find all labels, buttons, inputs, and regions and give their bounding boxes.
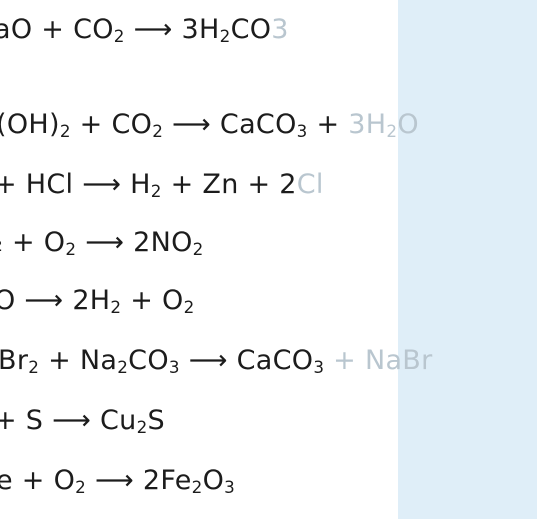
subscript: 2 [65,239,77,260]
equation-line: + HCl ⟶ H2 + Zn + 2Cl [0,168,324,202]
subscript: 2 [113,26,125,47]
equation-text: + [307,109,340,140]
faded-subscript: 2 [386,121,398,142]
subscript: 2 [191,477,203,498]
subscript: 2 [59,121,71,142]
equation-text: Br [0,345,29,376]
equation-line: e + O2 ⟶ 2Fe2O3 [0,464,235,498]
subscript: 2 [192,239,204,260]
blue-overlay-panel [398,0,537,519]
equation-text: O ⟶ 2H [0,285,111,316]
equation-text: O [202,465,225,496]
equation-line: ₂ + O2 ⟶ 2NO2 [0,226,204,260]
equation-line: Br2 + Na2CO3 ⟶ CaCO3 + NaBr [0,344,433,378]
equation-text: (OH) [0,109,60,140]
equation-text: aO + CO [0,14,114,45]
equation-line: aO + CO2 ⟶ 3H2CO3 [0,13,289,47]
equation-text: + S ⟶ Cu [0,405,137,436]
equation-text: + CO [70,109,153,140]
equation-line: O ⟶ 2H2 + O2 [0,284,195,318]
equation-text: S [147,405,165,436]
equation-text: e + O [0,465,76,496]
equation-text: + O [121,285,184,316]
subscript: 2 [183,297,195,318]
faded-text: Cl [296,169,324,200]
equation-text: ⟶ 2NO [76,227,193,258]
subscript: 2 [219,26,231,47]
faded-text: + NaBr [324,345,433,376]
faded-text: 3 [271,14,289,45]
equation-text: ₂ + O [0,227,66,258]
equation-text: + Zn + 2 [161,169,297,200]
faded-text: O [397,109,419,140]
equation-text: + HCl ⟶ H [0,169,151,200]
equation-text: ⟶ 3H [124,14,220,45]
faded-text: 3H [339,109,387,140]
equation-text: CO [128,345,169,376]
subscript: 2 [136,417,148,438]
subscript: 2 [150,181,162,202]
subscript: 2 [110,297,122,318]
subscript: 2 [75,477,87,498]
equation-text: + Na [39,345,118,376]
equation-text: ⟶ CaCO [163,109,297,140]
equation-line: (OH)2 + CO2 ⟶ CaCO3 + 3H2O [0,108,419,142]
equation-text: CO [230,14,272,45]
subscript: 3 [168,357,180,378]
equation-text: ⟶ 2Fe [86,465,192,496]
equation-line: + S ⟶ Cu2S [0,404,165,438]
subscript: 3 [224,477,236,498]
subscript: 2 [152,121,164,142]
subscript: 3 [313,357,325,378]
equation-text: ⟶ CaCO [179,345,314,376]
subscript: 2 [117,357,129,378]
subscript: 2 [28,357,40,378]
subscript: 3 [296,121,308,142]
